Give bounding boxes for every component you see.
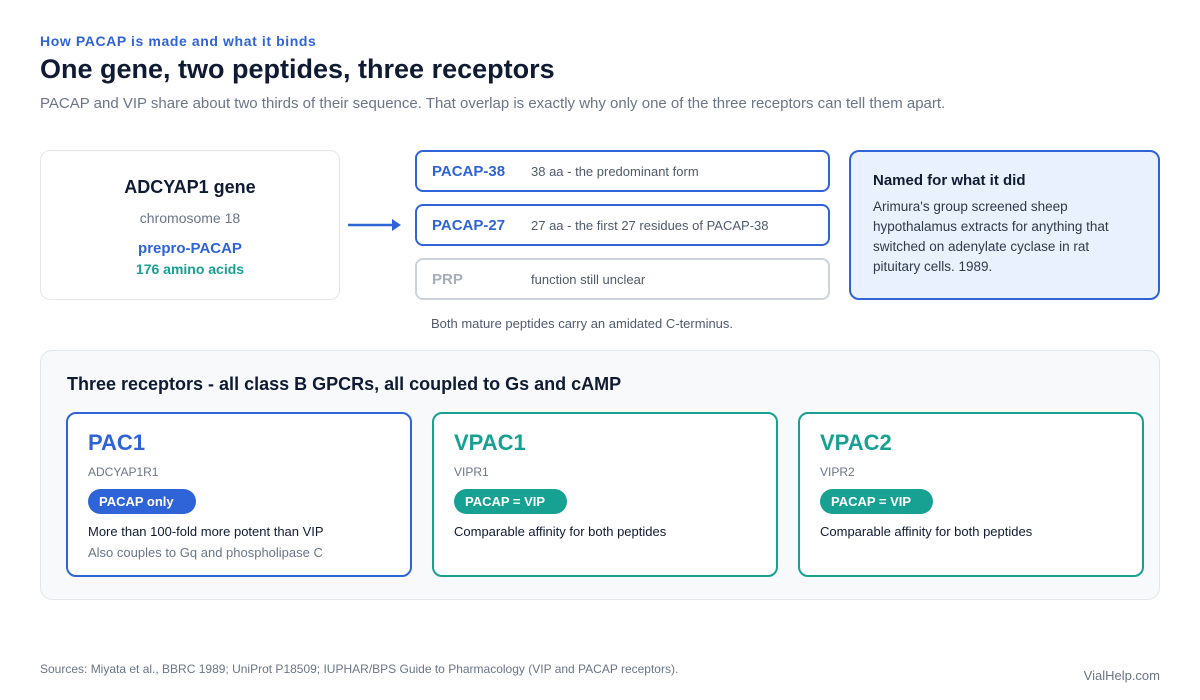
named-info-box: Named for what it did Arimura's group sc… <box>849 150 1160 300</box>
brand-link[interactable]: VialHelp.com <box>1083 668 1160 683</box>
receptor-card-pac1: PAC1 ADCYAP1R1 PACAP only More than 100-… <box>66 412 412 577</box>
gene-length: 176 amino acids <box>135 261 245 277</box>
receptor-name: VPAC1 <box>454 430 526 455</box>
selectivity-badge: PACAP = VIP <box>454 489 568 514</box>
gene-card: ADCYAP1 gene chromosome 18 prepro-PACAP … <box>40 150 340 300</box>
peptide-pacap38: PACAP-38 38 aa - the predominant form <box>415 150 830 192</box>
peptide-name: PACAP-38 <box>432 162 506 180</box>
page-title: One gene, two peptides, three receptors <box>40 54 555 84</box>
receptors-panel: Three receptors - all class B GPCRs, all… <box>40 350 1160 600</box>
gene-chromosome: chromosome 18 <box>139 210 241 226</box>
peptide-description: 38 aa - the predominant form <box>531 163 699 179</box>
receptor-card-vpac2: VPAC2 VIPR2 PACAP = VIP Comparable affin… <box>798 412 1144 577</box>
eyebrow-label: How PACAP is made and what it binds <box>40 33 317 49</box>
page-subtitle: PACAP and VIP share about two thirds of … <box>40 95 946 112</box>
receptor-detail: Comparable affinity for both peptides <box>454 524 667 539</box>
peptide-name: PACAP-27 <box>432 216 506 234</box>
peptide-pacap27: PACAP-27 27 aa - the first 27 residues o… <box>415 204 830 246</box>
receptor-name: PAC1 <box>88 430 146 455</box>
receptors-heading: Three receptors - all class B GPCRs, all… <box>67 374 622 394</box>
receptor-gene: ADCYAP1R1 <box>88 465 159 479</box>
receptor-gene: VIPR2 <box>820 465 855 479</box>
peptide-description: 27 aa - the first 27 residues of PACAP-3… <box>531 217 769 233</box>
receptor-detail-secondary: Also couples to Gq and phospholipase C <box>88 545 323 560</box>
gene-precursor: prepro-PACAP <box>138 240 242 257</box>
receptor-detail: More than 100-fold more potent than VIP <box>88 524 324 539</box>
receptor-name: VPAC2 <box>820 430 892 455</box>
receptor-detail: Comparable affinity for both peptides <box>820 524 1033 539</box>
named-box-title: Named for what it did <box>873 172 1026 189</box>
selectivity-badge: PACAP = VIP <box>820 489 934 514</box>
peptide-name: PRP <box>432 270 463 288</box>
arrow-right-icon <box>348 219 401 231</box>
sources-footnote: Sources: Miyata et al., BBRC 1989; UniPr… <box>40 662 679 676</box>
peptide-note: Both mature peptides carry an amidated C… <box>431 316 734 331</box>
receptor-gene: VIPR1 <box>454 465 489 479</box>
peptide-prp: PRP function still unclear <box>415 258 830 300</box>
peptide-description: function still unclear <box>531 271 646 287</box>
gene-name: ADCYAP1 gene <box>124 177 256 197</box>
receptor-card-vpac1: VPAC1 VIPR1 PACAP = VIP Comparable affin… <box>432 412 778 577</box>
selectivity-badge: PACAP only <box>88 489 196 514</box>
named-box-body: Arimura's group screened sheep hypothala… <box>873 199 1109 274</box>
